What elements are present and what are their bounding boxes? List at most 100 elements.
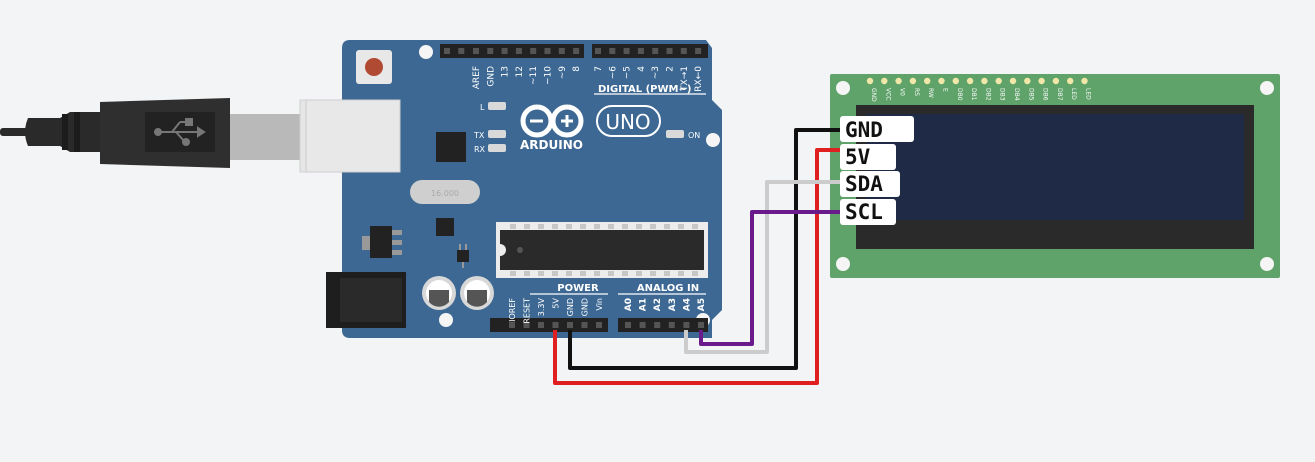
digital-pin-label: 4: [637, 66, 647, 72]
lcd-pin-label: LED: [1070, 88, 1077, 100]
lcd-pin: [938, 77, 945, 85]
power-pin-label: GND: [581, 298, 590, 316]
wire-scl: [699, 210, 846, 346]
lcd-pin: [909, 77, 917, 85]
wires: [553, 128, 846, 385]
brand-label: ARDUINO: [520, 138, 583, 152]
analog-header: [618, 318, 708, 332]
digital-header-label: DIGITAL (PWM~): [598, 84, 691, 95]
digital-pin-label: AREF: [472, 66, 482, 89]
power-header: [490, 318, 608, 332]
digital-pin-label: RX←0: [694, 66, 704, 92]
lcd-pin: [881, 77, 888, 85]
wire-gnd: [568, 128, 846, 370]
digital-pin-label: ~10: [544, 66, 554, 85]
model-label: UNO: [605, 110, 650, 134]
wire-5v: [553, 148, 846, 385]
analog-pin-label: A5: [697, 298, 707, 311]
analog-pin-label: A2: [653, 298, 663, 311]
lcd-module: GND VCC V0 RS RW E DB0 DB1 DB2 DB3 DB4 DB5 DB6 DB7 LED…: [830, 74, 1280, 278]
power-pin-label: Vin: [595, 298, 604, 311]
lcd-pin: [1038, 77, 1045, 85]
lcd-pin: [995, 77, 1002, 85]
lcd-pin: [1009, 77, 1017, 85]
lcd-pin: [1067, 77, 1074, 85]
digital-pin-label: ~5: [623, 66, 633, 79]
lcd-pin: [981, 77, 988, 85]
power-pin-labels: IOREF RESET 3.3V 5V GND GND Vin: [508, 297, 604, 323]
lcd-pin-label: LED: [1085, 88, 1092, 100]
lcd-pin-label: DB5: [1027, 88, 1034, 101]
lcd-pin-label: DB1: [970, 88, 977, 101]
crystal: [410, 180, 480, 204]
voltage-regulator: [362, 226, 402, 258]
digital-pin-label: GND: [486, 66, 496, 87]
crystal-label: 16.000: [431, 189, 459, 198]
wire-label-5v: 5V: [845, 145, 871, 169]
digital-pin-label: ~9: [558, 66, 568, 80]
wire-label-gnd: GND: [845, 118, 883, 142]
analog-pin-label: A1: [639, 298, 649, 311]
wire-label-tags: GND 5V SDA SCL: [840, 116, 914, 225]
wire-label-sda: SDA: [845, 172, 883, 196]
lcd-pin-label: GND: [870, 88, 877, 102]
analog-label: ANALOG IN: [637, 283, 699, 294]
led-label-tx: TX: [473, 131, 485, 140]
on-led-label: ON: [688, 131, 700, 140]
capacitors: [422, 276, 494, 310]
led-label-l: L: [480, 103, 485, 112]
power-pin-label: RESET: [523, 298, 532, 324]
lcd-pin: [966, 77, 974, 85]
analog-pin-label: A4: [682, 298, 692, 311]
power-pin-label: GND: [566, 298, 575, 316]
analog-pin-label: A0: [624, 298, 634, 311]
analog-pin-label: A3: [668, 298, 678, 311]
power-pin-label: IOREF: [508, 298, 517, 322]
lcd-pin-label: DB2: [984, 88, 991, 101]
lcd-screen: [866, 114, 1244, 220]
lcd-pin-label: RS: [913, 88, 920, 96]
lcd-pin: [895, 77, 902, 85]
lcd-pin-label: V0: [899, 88, 906, 96]
led-label-rx: RX: [474, 145, 486, 154]
analog-pin-labels: A0 A1 A2 A3 A4 A5: [624, 298, 707, 311]
reset-button: [356, 50, 392, 84]
power-pin-label: 5V: [552, 297, 561, 308]
lcd-pin: [1024, 77, 1031, 85]
lcd-pin-label: VCC: [884, 88, 891, 100]
status-leds: L TX RX ON: [473, 102, 700, 154]
wire-label-scl: SCL: [845, 200, 883, 224]
lcd-pin: [924, 77, 931, 85]
barrel-jack: [326, 272, 406, 328]
small-transistor: [457, 244, 469, 268]
digital-pin-label: TX→1: [680, 66, 690, 92]
lcd-pin-label: RW: [927, 88, 934, 98]
lcd-pin: [866, 77, 874, 85]
lcd-pin-label: E: [942, 88, 949, 92]
lcd-pin-label: DB0: [956, 88, 963, 101]
usb-chip: [436, 132, 466, 162]
digital-pin-label: ~11: [529, 66, 539, 85]
wire-sda: [684, 180, 846, 354]
digital-pin-label: 12: [515, 66, 525, 77]
lcd-pin: [1052, 77, 1060, 85]
microcontroller-chip: [496, 222, 708, 278]
digital-pin-label: 7: [594, 66, 604, 72]
digital-header: [440, 44, 708, 58]
digital-pin-label: 13: [501, 66, 511, 77]
usb-symbol-icon: [154, 118, 206, 146]
power-label: POWER: [557, 283, 599, 294]
digital-pin-label: 8: [572, 66, 582, 72]
lcd-pin: [952, 77, 959, 85]
lcd-pin: [1081, 77, 1088, 85]
digital-pin-label: ~3: [651, 66, 661, 79]
lcd-pin-label: DB6: [1042, 88, 1049, 101]
digital-pin-label: ~6: [608, 66, 618, 80]
lcd-pin-label: DB3: [999, 88, 1006, 101]
power-pin-label: 3.3V: [537, 297, 546, 316]
lcd-pin-label: DB7: [1056, 88, 1063, 101]
lcd-pin-label: DB4: [1013, 88, 1020, 101]
